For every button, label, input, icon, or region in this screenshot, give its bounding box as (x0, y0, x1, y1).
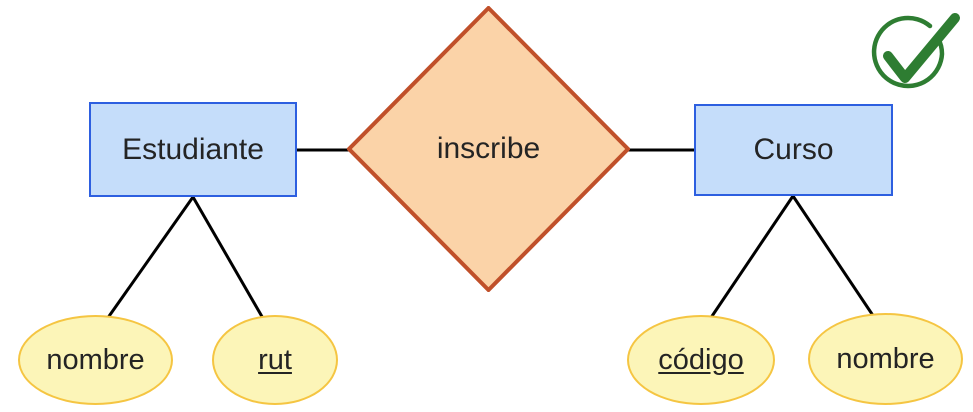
attribute-codigo-label: código (658, 343, 744, 376)
entity-estudiante-label: Estudiante (122, 132, 264, 166)
relationship-inscribe-label: inscribe (436, 132, 541, 165)
attribute-codigo[interactable]: código (627, 315, 775, 405)
edge-curso-nombre (791, 195, 882, 327)
edge-estudiante-rut (191, 196, 270, 328)
entity-curso-label: Curso (753, 133, 834, 166)
attribute-nombre-estudiante-label: nombre (46, 343, 145, 376)
attribute-rut-label: rut (258, 343, 292, 376)
attribute-nombre-curso[interactable]: nombre (808, 313, 963, 405)
check-circle-icon (871, 13, 960, 89)
entity-estudiante[interactable]: Estudiante (89, 102, 297, 197)
diamond-shape (347, 6, 630, 292)
attribute-rut[interactable]: rut (212, 315, 338, 405)
attribute-nombre-curso-label: nombre (836, 342, 935, 375)
entity-curso[interactable]: Curso (694, 104, 893, 196)
attribute-nombre-estudiante[interactable]: nombre (18, 315, 173, 405)
edge-curso-codigo (702, 195, 795, 329)
edge-estudiante-nombre (98, 196, 195, 330)
relationship-inscribe[interactable]: inscribe (347, 6, 630, 292)
